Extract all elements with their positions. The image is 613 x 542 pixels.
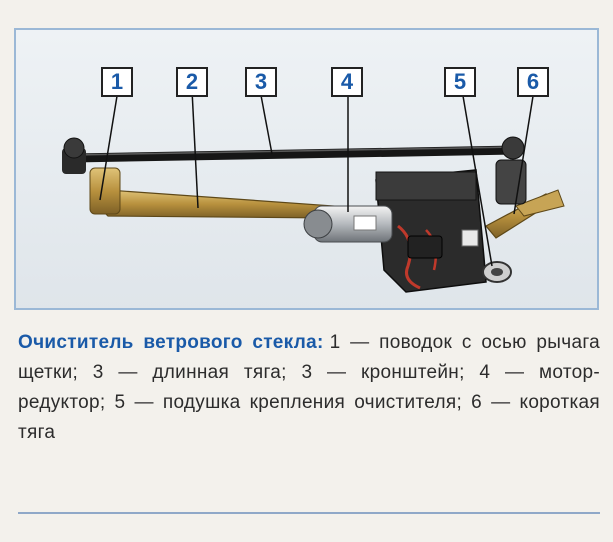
callout-5: 5 xyxy=(444,67,476,97)
leader-6 xyxy=(513,89,535,215)
callout-4: 4 xyxy=(331,67,363,97)
leader-1 xyxy=(99,89,119,201)
wiper-mechanism-illustration xyxy=(16,30,597,308)
left-pivot-plate xyxy=(89,167,121,215)
callout-1: 1 xyxy=(101,67,133,97)
long-rod-highlight xyxy=(73,146,517,156)
long-rod xyxy=(69,145,521,163)
mount-cushion-hole xyxy=(491,268,503,276)
figure-caption: Очиститель ветрового стекла:1 — поводок … xyxy=(18,328,600,448)
leader-5 xyxy=(461,89,493,267)
figure-frame: 1 2 3 4 5 6 xyxy=(14,28,599,310)
motor-label xyxy=(353,215,377,231)
right-pivot-plate xyxy=(495,159,527,205)
connector xyxy=(407,235,443,259)
caption-title: Очиститель ветрового стекла: xyxy=(18,332,324,353)
bottom-divider xyxy=(18,512,600,514)
red-wire xyxy=(397,224,421,290)
callout-2: 2 xyxy=(176,67,208,97)
callout-6: 6 xyxy=(517,67,549,97)
caption-text: 1 — поводок с осью рычага щетки; 3 — дли… xyxy=(18,332,601,443)
leader-3 xyxy=(259,89,273,155)
right-pivot-cap xyxy=(501,136,525,160)
short-link-bracket xyxy=(515,189,565,217)
leader-2 xyxy=(191,89,199,209)
left-pivot-cap xyxy=(63,137,85,159)
gearbox-band xyxy=(375,171,477,201)
white-tag xyxy=(461,229,479,247)
callout-3: 3 xyxy=(245,67,277,97)
motor-end-cap xyxy=(303,209,333,239)
